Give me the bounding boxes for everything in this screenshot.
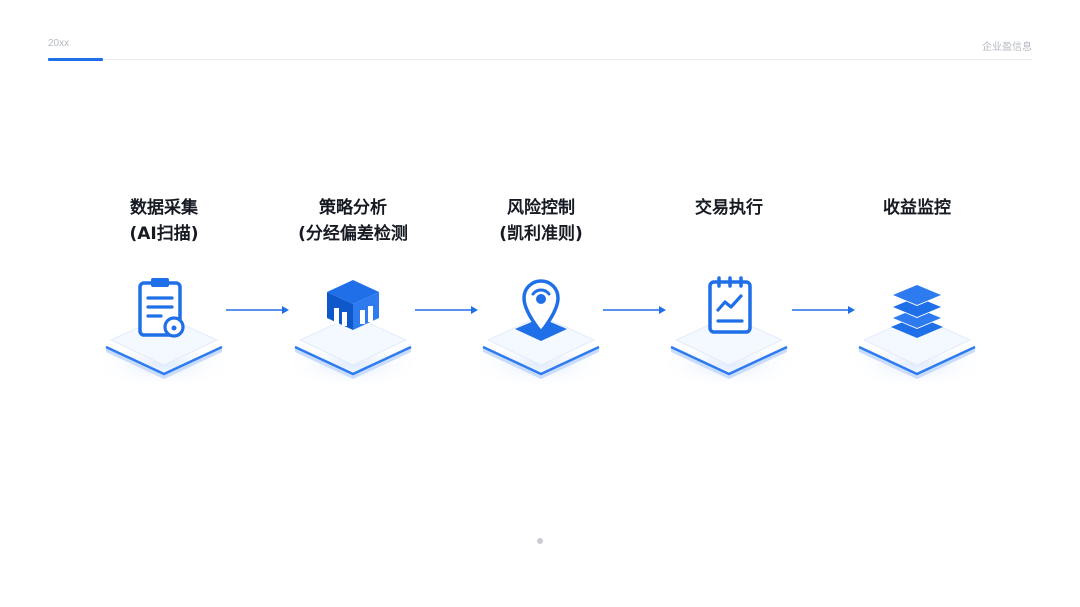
step-risk-control: 风险控制 (凯利准则) (446, 195, 636, 392)
step-subtitle: (凯利准则) (499, 224, 583, 244)
platform-graphic (659, 315, 799, 390)
layers-stack-icon (891, 284, 943, 338)
step-graphic (89, 272, 239, 392)
clipboard-icon (138, 278, 185, 338)
step-profit-monitoring: 收益监控 (822, 195, 1012, 392)
header-divider (48, 59, 1032, 60)
step-title: 风险控制 (507, 198, 575, 218)
platform-graphic (94, 315, 234, 390)
step-data-collection: 数据采集 (AI扫描) (69, 195, 259, 392)
step-title: 交易执行 (695, 198, 763, 218)
step-subtitle: (分经偏差检测 (298, 224, 408, 244)
step-title: 策略分析 (319, 198, 387, 218)
trend-notebook-icon (708, 276, 752, 334)
step-title: 数据采集 (130, 198, 198, 218)
arrow-right-icon (792, 306, 855, 314)
step-graphic (466, 272, 616, 392)
page-indicator-dot[interactable] (537, 538, 543, 544)
step-trade-execution: 交易执行 (634, 195, 824, 392)
step-subtitle: (AI扫描) (129, 224, 199, 244)
step-graphic (842, 272, 992, 392)
header-right-label: 企业盈信息 (982, 42, 1032, 53)
arrow-right-icon (415, 306, 478, 314)
location-pin-icon (515, 279, 567, 341)
cube-chart-icon (327, 280, 379, 330)
platform-graphic (847, 315, 987, 390)
header-accent-bar (48, 58, 103, 61)
arrow-right-icon (603, 306, 666, 314)
header-left-label: 20xx (48, 38, 70, 49)
step-graphic (654, 272, 804, 392)
arrow-right-icon (226, 306, 289, 314)
step-strategy-analysis: 策略分析 (分经偏差检测 (258, 195, 448, 392)
step-title: 收益监控 (883, 198, 951, 218)
step-graphic (278, 272, 428, 392)
